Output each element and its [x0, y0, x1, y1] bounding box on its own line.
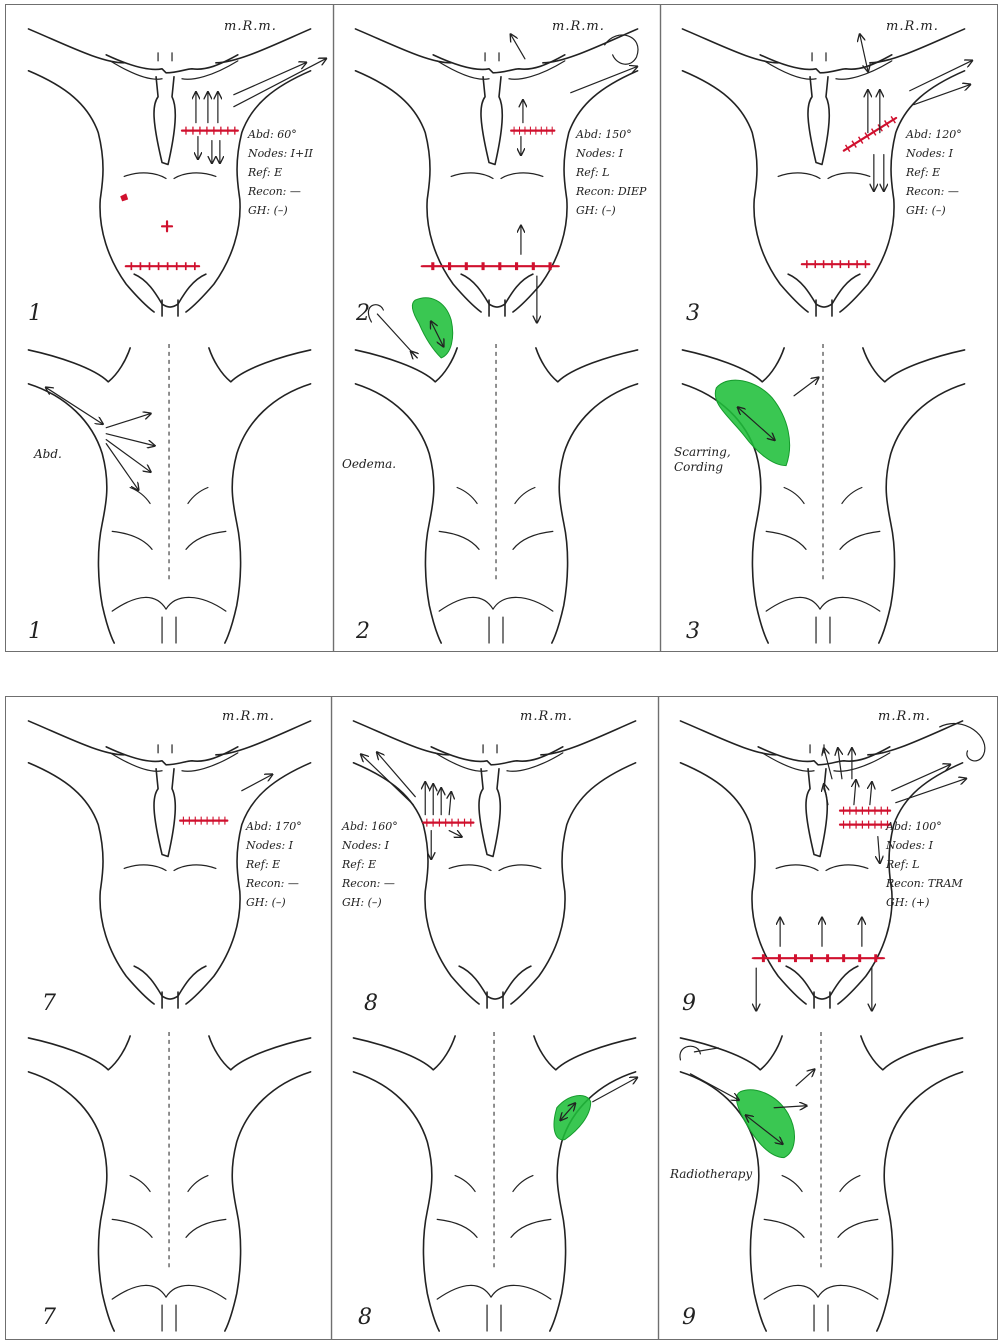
note-nodes-9: Nodes: I — [886, 836, 963, 855]
figure-bottom-drawings — [6, 697, 997, 1339]
panel-number-back-2: 2 — [356, 619, 370, 644]
back-torso-2 — [355, 344, 637, 643]
note-nodes-7: Nodes: I — [246, 836, 302, 855]
back-label-2: Oedema. — [342, 457, 396, 472]
scars-9 — [736, 807, 890, 1158]
panel-number-front-7: 7 — [42, 991, 56, 1016]
note-nodes-3: Nodes: I — [906, 144, 962, 163]
note-ref-2: Ref: L — [576, 163, 646, 182]
note-ref-3: Ref: E — [906, 163, 962, 182]
note-ref-7: Ref: E — [246, 855, 302, 874]
note-ref-1: Ref: E — [248, 163, 313, 182]
panel-number-front-8: 8 — [364, 991, 378, 1016]
mrm-label-8: m.R.m. — [520, 709, 573, 724]
note-abd-1: Abd: 60° — [248, 125, 313, 144]
panel-number-back-1: 1 — [28, 619, 42, 644]
note-gh-8: GH: (–) — [342, 893, 398, 912]
note-abd-2: Abd: 150° — [576, 125, 646, 144]
note-recon-3: Recon: — — [906, 182, 962, 201]
note-recon-9: Recon: TRAM — [886, 874, 963, 893]
back-label-9: Radiotherapy — [670, 1167, 752, 1182]
note-recon-8: Recon: — — [342, 874, 398, 893]
arrows-3 — [738, 35, 971, 440]
panel-number-back-9: 9 — [682, 1305, 696, 1330]
back-torso-1 — [28, 344, 310, 643]
mrm-label-1: m.R.m. — [224, 19, 277, 34]
note-abd-8: Abd: 160° — [342, 817, 398, 836]
mrm-label-9: m.R.m. — [878, 709, 931, 724]
note-ref-8: Ref: E — [342, 855, 398, 874]
mrm-label-2: m.R.m. — [552, 19, 605, 34]
note-abd-9: Abd: 100° — [886, 817, 963, 836]
notes-8: Abd: 160° Nodes: I Ref: E Recon: — GH: (… — [342, 817, 398, 912]
note-gh-1: GH: (–) — [248, 201, 313, 220]
figure-top-drawings — [6, 5, 997, 651]
figure-bottom: m.R.m. m.R.m. m.R.m. Abd: 170° Nodes: I … — [5, 696, 998, 1340]
panel-number-front-3: 3 — [686, 301, 700, 326]
notes-7: Abd: 170° Nodes: I Ref: E Recon: — GH: (… — [246, 817, 302, 912]
scars-7 — [180, 817, 227, 825]
note-gh-2: GH: (–) — [576, 201, 646, 220]
arrows-9 — [680, 723, 985, 1143]
note-recon-1: Recon: — — [248, 182, 313, 201]
note-abd-3: Abd: 120° — [906, 125, 962, 144]
notes-3: Abd: 120° Nodes: I Ref: E Recon: — GH: (… — [906, 125, 962, 220]
mrm-label-3: m.R.m. — [886, 19, 939, 34]
back-label-3: Scarring, Cording — [674, 445, 731, 475]
notes-9: Abd: 100° Nodes: I Ref: L Recon: TRAM GH… — [886, 817, 963, 912]
panel-number-back-7: 7 — [42, 1305, 56, 1330]
panel-number-back-3: 3 — [686, 619, 700, 644]
note-nodes-2: Nodes: I — [576, 144, 646, 163]
note-gh-9: GH: (+) — [886, 893, 963, 912]
back-label-1: Abd. — [34, 447, 62, 462]
panel-number-front-2: 2 — [356, 301, 370, 326]
note-ref-9: Ref: L — [886, 855, 963, 874]
mrm-label-7: m.R.m. — [222, 709, 275, 724]
figure-top: m.R.m. m.R.m. m.R.m. Abd: 60° Nodes: I+I… — [5, 4, 998, 652]
note-recon-7: Recon: — — [246, 874, 302, 893]
note-abd-7: Abd: 170° — [246, 817, 302, 836]
note-gh-3: GH: (–) — [906, 201, 962, 220]
panel-number-front-1: 1 — [28, 301, 42, 326]
back-torso-7 — [28, 1032, 310, 1331]
note-nodes-1: Nodes: I+II — [248, 144, 313, 163]
note-recon-2: Recon: DIEP — [576, 182, 646, 201]
arrows-8 — [361, 753, 636, 1120]
scars-2 — [412, 127, 557, 358]
note-gh-7: GH: (–) — [246, 893, 302, 912]
notes-2: Abd: 150° Nodes: I Ref: L Recon: DIEP GH… — [576, 125, 646, 220]
notes-1: Abd: 60° Nodes: I+II Ref: E Recon: — GH:… — [248, 125, 313, 220]
panel-number-front-9: 9 — [682, 991, 696, 1016]
back-torso-8 — [353, 1032, 635, 1331]
panel-number-back-8: 8 — [358, 1305, 372, 1330]
note-nodes-8: Nodes: I — [342, 836, 398, 855]
